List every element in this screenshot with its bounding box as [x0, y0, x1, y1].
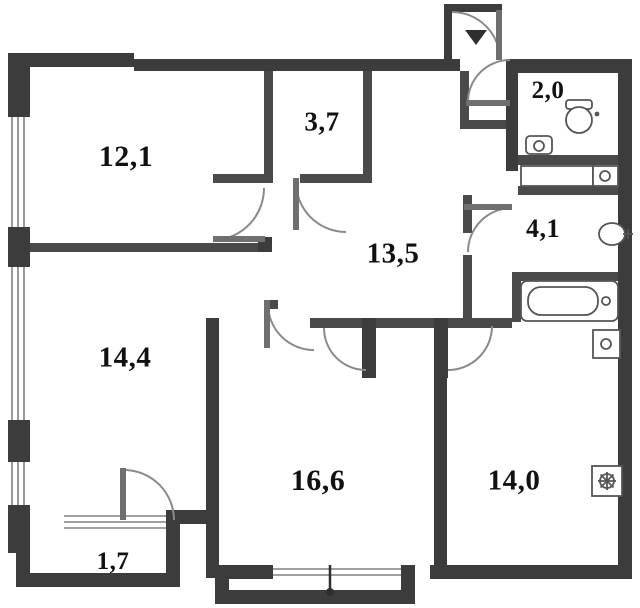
wall-hall-bottom-d [434, 318, 448, 378]
wall-interior-vertical-16-6-left [206, 318, 219, 578]
wall-exterior-bottom-mid [215, 565, 273, 579]
wall-interior-3-7-right [363, 71, 372, 183]
wall-exterior-left-lower [8, 420, 30, 462]
wall-interior-3-7-left [264, 71, 273, 179]
wall-hall-bottom-b [362, 318, 376, 378]
wall-interior-12-1-14-4-stub [258, 237, 272, 252]
room-label-16-6: 16,6 [290, 464, 346, 497]
washing-machine-fixture [520, 165, 619, 187]
wall-entry-jamb-left [444, 4, 452, 60]
room-label-14-4: 14,4 [98, 341, 152, 374]
wall-wc-bottom [518, 155, 618, 165]
window-left-mid [11, 267, 25, 420]
room-label-12-1: 12,1 [98, 140, 154, 173]
window-left-upper [11, 117, 25, 227]
wall-interior-3-7-bottom-right [300, 174, 372, 183]
wall-balcony-sw-right [166, 510, 180, 587]
wc-sink-fixture [525, 135, 553, 155]
wall-interior-3-7-bottom-left [213, 174, 273, 183]
wall-balcony-right [401, 565, 415, 604]
window-balcony-south [273, 568, 401, 576]
room-label-3-7: 3,7 [304, 106, 340, 137]
wall-entry-header [444, 4, 502, 12]
wall-bath-bottom [512, 272, 618, 281]
door-swing-room-16-6 [323, 327, 367, 371]
door-leaf-entry [496, 10, 502, 60]
wall-exterior-top-left [8, 53, 134, 67]
wall-hall-bottom-a [310, 318, 368, 328]
wall-lower-left-step [166, 510, 218, 524]
room-label-4-1: 4,1 [526, 214, 560, 243]
wall-hall-lower-left [264, 300, 278, 309]
wall-balcony-sw-left [16, 539, 30, 587]
room-label-14-0: 14,0 [487, 464, 541, 497]
wall-bath-left-upper [463, 195, 472, 233]
wall-exterior-left-mid [8, 227, 30, 267]
door-swing-room-12-1 [215, 187, 266, 241]
kitchen-counter-fixture [592, 329, 621, 359]
wall-exterior-top-right [508, 59, 632, 73]
wall-exterior-bottom-balcony [215, 590, 415, 604]
wall-bath-top [518, 186, 618, 195]
wall-entry-corridor-bottom [460, 120, 506, 129]
wall-balcony-sw-bottom [30, 573, 180, 587]
window-balcony-sw [64, 515, 166, 529]
room-label-1-7: 1,7 [96, 548, 130, 575]
wall-interior-16-6-14-0 [434, 378, 447, 573]
wall-exterior-bottom-right [430, 565, 632, 579]
wall-wc-left [506, 59, 518, 171]
door-leaf-balcony-1-7 [120, 468, 126, 520]
entry-direction-triangle [465, 30, 487, 45]
door-swing-room-14-4 [267, 303, 315, 351]
bathtub-fixture [520, 280, 619, 322]
door-leaf-wc-2-0 [466, 100, 510, 106]
window-left-lower [11, 462, 25, 505]
wall-exterior-top-entry [444, 59, 460, 71]
wall-interior-12-1-14-4 [30, 243, 266, 252]
wall-exterior-top-mid [134, 59, 444, 71]
room-label-2-0: 2,0 [531, 77, 565, 104]
wall-bath-left-lower [463, 255, 472, 320]
door-swing-bath-4-1 [467, 207, 513, 253]
wall-exterior-right [618, 59, 632, 579]
wall-hall-bottom-c [376, 318, 446, 328]
wall-exterior-left-bottom [8, 505, 30, 539]
room-label-13-5: 13,5 [366, 237, 420, 270]
door-swing-room-14-0 [447, 325, 493, 371]
door-swing-wc-2-0 [467, 59, 511, 103]
wall-bath-vert-right [512, 272, 521, 322]
wall-hall-bottom-e [448, 318, 512, 328]
door-swing-room-3-7 [295, 181, 347, 233]
door-leaf-room-3-7 [293, 178, 299, 230]
toilet-fixture [565, 99, 600, 134]
wall-exterior-left-upper [8, 53, 30, 117]
wall-entry-corridor-left [460, 71, 469, 125]
